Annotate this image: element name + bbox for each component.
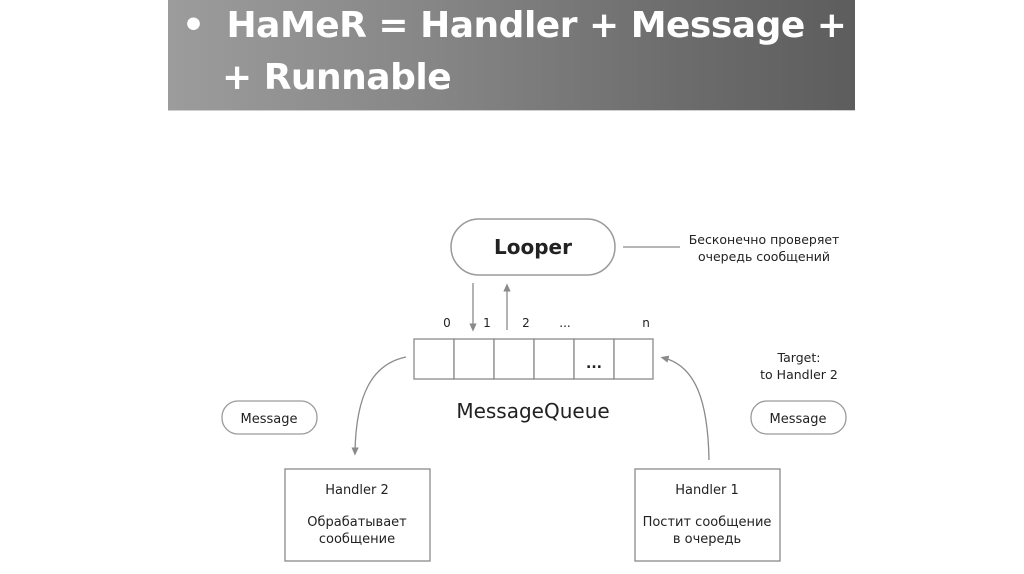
title-line-2: + Runnable xyxy=(222,57,452,98)
queue-index: ... xyxy=(559,316,570,330)
target-note-line-2: to Handler 2 xyxy=(760,367,838,382)
looper-label: Looper xyxy=(494,235,572,259)
queue-cell xyxy=(533,338,575,380)
queue-cell-ellipsis: ... xyxy=(586,356,602,372)
message-right-label: Message xyxy=(770,412,827,427)
title-line-1: • HaMeR = Handler + Message + xyxy=(182,5,847,46)
handler2-desc-line-2: сообщение xyxy=(319,532,395,547)
looper-note-line-2: очередь сообщений xyxy=(698,249,830,264)
message-left: Message xyxy=(221,400,318,435)
handler2-box xyxy=(284,468,431,562)
message-right: Message xyxy=(750,400,847,435)
handler2-title: Handler 2 xyxy=(325,483,389,498)
message-left-pill xyxy=(221,400,318,435)
queue-index: 2 xyxy=(522,316,530,330)
queue-index: 1 xyxy=(483,316,491,330)
message-right-pill xyxy=(750,400,847,435)
handler1-title: Handler 1 xyxy=(675,483,739,498)
queue-index: 0 xyxy=(443,316,451,330)
queue-indices: 0 1 2 ... n xyxy=(443,316,650,330)
title-banner: • HaMeR = Handler + Message + + Runnable xyxy=(168,0,855,111)
handler1-desc-line-1: Постит сообщение xyxy=(643,515,772,530)
handler1-box xyxy=(634,468,781,562)
queue-index: n xyxy=(642,316,650,330)
looper-node: Looper xyxy=(450,218,616,276)
queue-cell xyxy=(453,338,495,380)
queue-cell xyxy=(573,338,615,380)
queue-cell xyxy=(493,338,535,380)
message-queue-label: MessageQueue xyxy=(456,399,609,423)
bullet-icon: • xyxy=(182,5,205,46)
looper-box xyxy=(450,218,616,276)
handler2-desc-line-1: Обрабатывает xyxy=(307,515,407,530)
target-note-line-1: Target: xyxy=(777,350,821,365)
arrow-queue-to-handler2 xyxy=(351,356,407,456)
queue-cell xyxy=(613,338,654,380)
message-left-label: Message xyxy=(241,412,298,427)
message-queue: ... xyxy=(413,338,654,380)
handler1-desc-line-2: в очередь xyxy=(673,532,741,547)
title-text-1: HaMeR = Handler + Message + xyxy=(226,5,847,46)
handler1-node: Handler 1 Постит сообщение в очередь xyxy=(634,468,781,562)
handler2-node: Handler 2 Обрабатывает сообщение xyxy=(284,468,431,562)
looper-note-line-1: Бесконечно проверяет xyxy=(689,232,840,247)
arrow-handler1-to-queue xyxy=(660,355,710,461)
queue-cell xyxy=(413,338,455,380)
